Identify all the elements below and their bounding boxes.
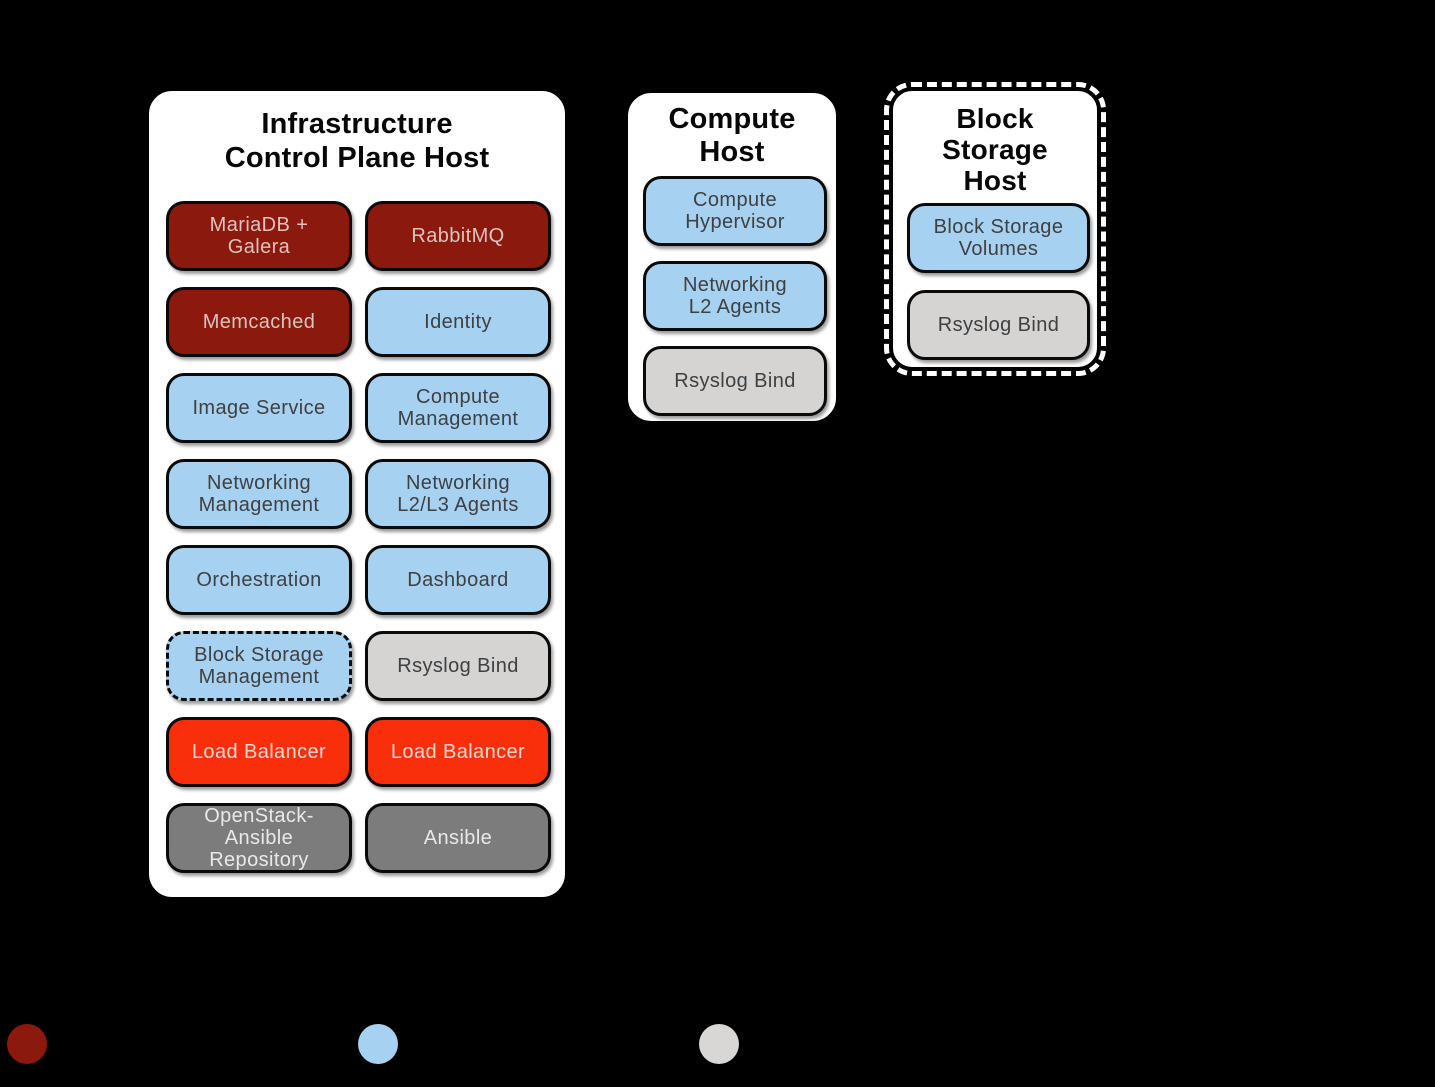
service-box-memcached: Memcached (166, 287, 352, 357)
legend-dot-openstack-blue (358, 1024, 398, 1064)
service-box-networking-l2-l3-agents: Networking L2/L3 Agents (365, 459, 551, 529)
legend-dot-rsyslog-gray (699, 1024, 739, 1064)
service-box-ansible: Ansible (365, 803, 551, 873)
service-box-rsyslog-bind-compute: Rsyslog Bind (643, 346, 827, 416)
block-storage-host-panel: Block Storage Host Block Storage Volumes… (884, 82, 1106, 376)
service-box-networking-management: Networking Management (166, 459, 352, 529)
compute-service-grid: Compute Hypervisor Networking L2 Agents … (643, 176, 827, 416)
service-box-rsyslog-bind-infra: Rsyslog Bind (365, 631, 551, 701)
service-box-block-storage-management: Block Storage Management (166, 631, 352, 701)
service-box-orchestration: Orchestration (166, 545, 352, 615)
service-box-image-service: Image Service (166, 373, 352, 443)
service-box-networking-l2-agents: Networking L2 Agents (643, 261, 827, 331)
infrastructure-control-plane-host-panel: Infrastructure Control Plane Host MariaD… (146, 88, 568, 900)
service-box-mariadb-galera: MariaDB + Galera (166, 201, 352, 271)
service-box-identity: Identity (365, 287, 551, 357)
service-box-openstack-ansible-repository: OpenStack- Ansible Repository (166, 803, 352, 873)
service-box-compute-management: Compute Management (365, 373, 551, 443)
service-box-rabbitmq: RabbitMQ (365, 201, 551, 271)
compute-host-title: Compute Host (668, 103, 796, 168)
service-box-load-balancer-2: Load Balancer (365, 717, 551, 787)
legend-dot-galera-red (7, 1024, 47, 1064)
service-box-compute-hypervisor: Compute Hypervisor (643, 176, 827, 246)
service-box-load-balancer-1: Load Balancer (166, 717, 352, 787)
service-box-block-storage-volumes: Block Storage Volumes (907, 203, 1090, 273)
infrastructure-service-grid: MariaDB + Galera RabbitMQ Memcached Iden… (166, 201, 551, 873)
service-box-rsyslog-bind-block: Rsyslog Bind (907, 290, 1090, 360)
block-storage-host-title: Block Storage Host (942, 103, 1048, 196)
service-box-dashboard: Dashboard (365, 545, 551, 615)
infrastructure-host-title: Infrastructure Control Plane Host (224, 108, 490, 174)
compute-host-panel: Compute Host Compute Hypervisor Networki… (625, 90, 839, 424)
block-storage-service-grid: Block Storage Volumes Rsyslog Bind (907, 203, 1090, 360)
